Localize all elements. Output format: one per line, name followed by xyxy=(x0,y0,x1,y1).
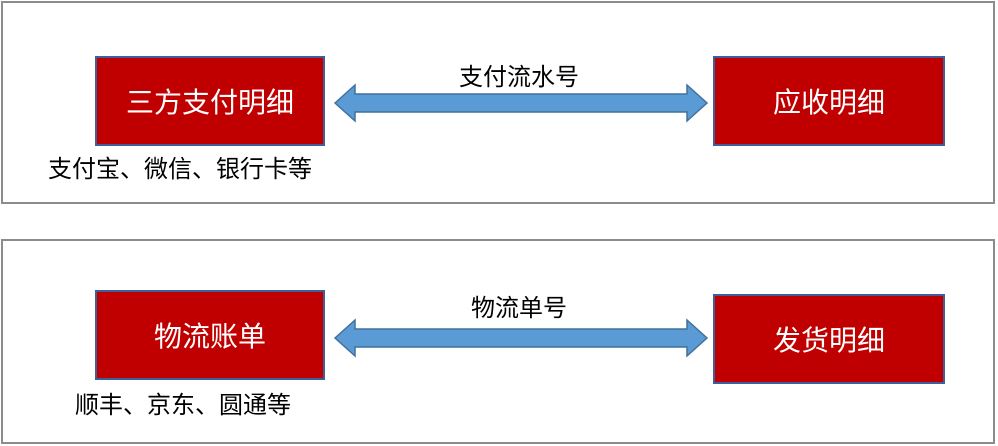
receivables-detail-box: 应收明细 xyxy=(713,56,945,146)
logistics-reconciliation-panel: 物流账单 顺丰、京东、圆通等 物流单号 发货明细 xyxy=(1,239,995,444)
double-arrow-icon xyxy=(333,318,709,358)
box-label: 三方支付明细 xyxy=(125,86,294,119)
couriers-note: 顺丰、京东、圆通等 xyxy=(75,391,291,419)
shipment-detail-box: 发货明细 xyxy=(713,294,945,384)
double-arrow-icon xyxy=(333,83,709,123)
link-key-label: 支付流水号 xyxy=(459,63,579,91)
box-label: 发货明细 xyxy=(772,324,885,357)
double-arrow-shape xyxy=(333,83,709,123)
logistics-bill-box: 物流账单 xyxy=(95,290,325,380)
box-label: 应收明细 xyxy=(772,86,885,119)
payment-channels-note: 支付宝、微信、银行卡等 xyxy=(48,155,312,183)
box-label: 物流账单 xyxy=(153,320,266,353)
payment-reconciliation-panel: 三方支付明细 支付宝、微信、银行卡等 支付流水号 应收明细 xyxy=(1,1,995,204)
link-key-label: 物流单号 xyxy=(471,294,567,322)
double-arrow-shape xyxy=(333,318,709,358)
third-party-payment-detail-box: 三方支付明细 xyxy=(95,56,325,146)
